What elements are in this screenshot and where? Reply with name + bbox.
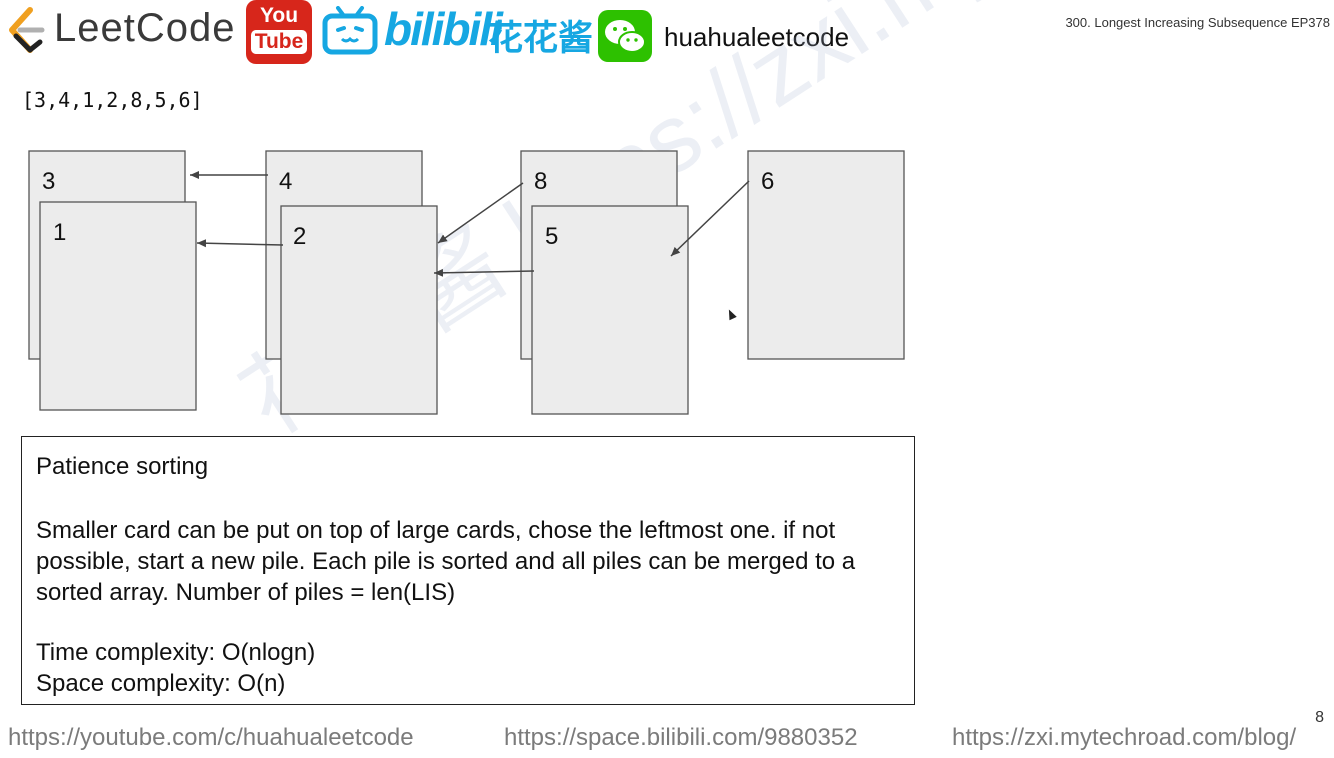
card-label-1: 1 — [53, 219, 66, 246]
youtube-logo-line1: You — [259, 4, 299, 27]
youtube-logo-line2: Tube — [250, 30, 308, 54]
bilibili-logo-text: bilibili — [384, 3, 503, 55]
explanation-description: Smaller card can be put on top of large … — [36, 517, 856, 606]
blog-url: https://zxi.mytechroad.com/blog/ — [952, 724, 1297, 751]
card-4 — [265, 150, 423, 360]
bilibili-url: https://space.bilibili.com/9880352 — [504, 724, 858, 751]
mouse-cursor-icon — [725, 307, 737, 321]
input-array: [3,4,1,2,8,5,6] — [22, 88, 203, 112]
explanation-box: Patience sorting Smaller card can be put… — [21, 436, 915, 705]
explanation-heading: Patience sorting — [36, 453, 209, 480]
youtube-url: https://youtube.com/c/huahualeetcode — [8, 724, 414, 751]
leetcode-logo-text: LeetCode — [54, 6, 236, 50]
arrow-5-to-2 — [433, 268, 535, 277]
wechat-icon — [598, 10, 652, 62]
card-8 — [520, 150, 678, 360]
space-complexity: Space complexity: O(n) — [36, 670, 286, 697]
card-label-3: 3 — [42, 168, 55, 195]
card-label-8: 8 — [534, 168, 547, 195]
arrow-2-to-1 — [196, 239, 284, 248]
leetcode-logo-icon — [9, 7, 45, 53]
card-label-6: 6 — [761, 168, 774, 195]
youtube-logo-icon: You Tube — [246, 0, 312, 64]
time-complexity: Time complexity: O(nlogn) — [36, 639, 316, 666]
bilibili-tv-icon — [322, 6, 378, 55]
wechat-id: huahualeetcode — [664, 22, 850, 52]
channel-name-cn: 花花酱 — [488, 19, 594, 58]
card-label-4: 4 — [279, 168, 292, 195]
card-1 — [39, 201, 197, 411]
arrow-8-to-2 — [437, 182, 524, 244]
card-6 — [747, 150, 905, 360]
card-label-5: 5 — [545, 223, 558, 250]
card-3 — [28, 150, 186, 360]
arrow-6-to-5 — [670, 180, 750, 257]
card-5 — [531, 205, 689, 415]
slide-header: LeetCode You Tube bilibili 花花酱 huahualee… — [0, 0, 1334, 70]
episode-title: 300. Longest Increasing Subsequence EP37… — [1065, 15, 1330, 30]
card-2 — [280, 205, 438, 415]
page-number: 8 — [1315, 709, 1324, 726]
card-label-2: 2 — [293, 223, 306, 250]
